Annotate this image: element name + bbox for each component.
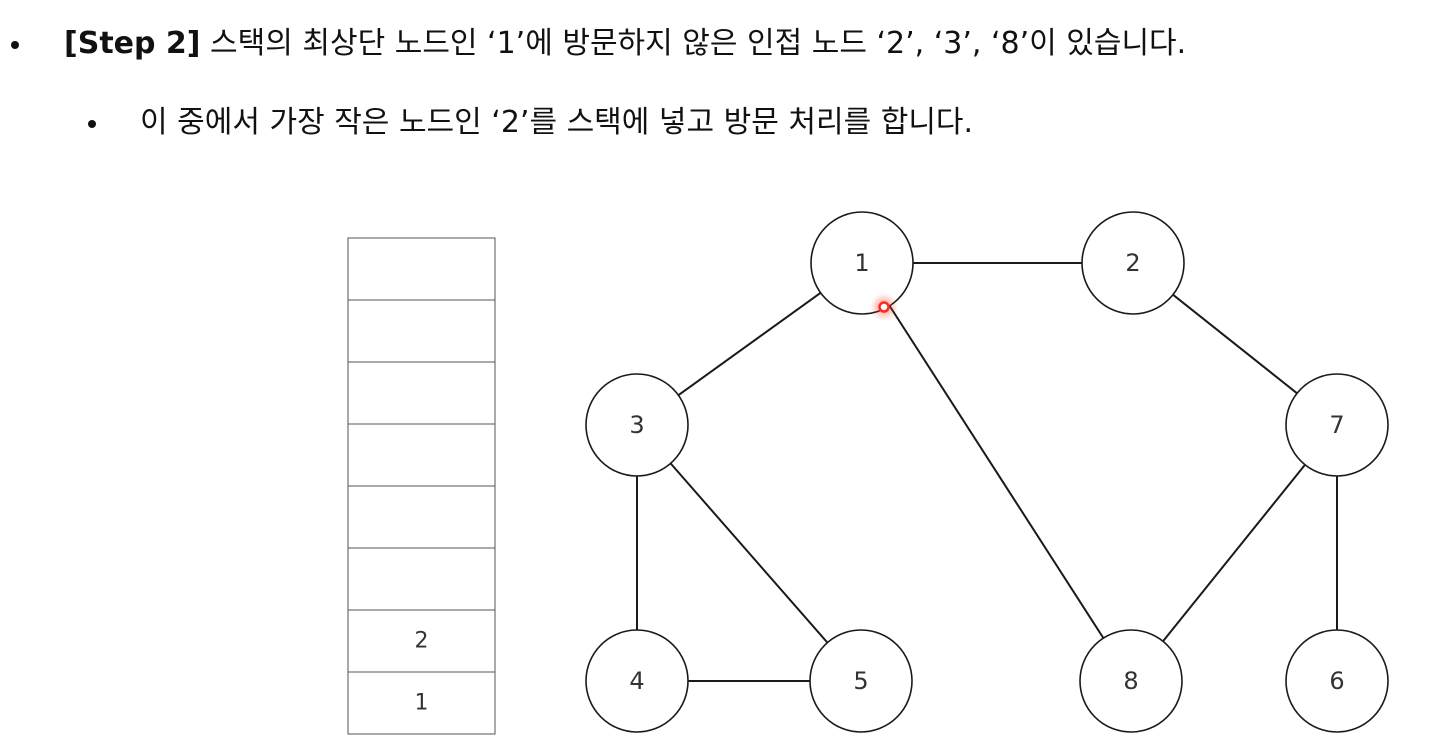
- edge-1-3: [677, 291, 822, 397]
- step-description: 스택의 최상단 노드인 ‘1’에 방문하지 않은 인접 노드 ‘2’, ‘3’,…: [200, 26, 1187, 61]
- stack-cell: [347, 237, 496, 301]
- node-2: 2: [1081, 211, 1185, 315]
- sub-bullet-text: 이 중에서 가장 작은 노드인 ‘2’를 스택에 넣고 방문 처리를 합니다.: [140, 105, 974, 140]
- node-3: 3: [585, 373, 689, 477]
- edge-7-8: [1161, 463, 1307, 643]
- node-1: 1: [810, 211, 914, 315]
- stack-cell: [347, 671, 496, 735]
- graph-nodes: 1 2 3 7 4 5 8 6: [585, 211, 1389, 733]
- node-4: 4: [585, 629, 689, 733]
- node-8: 8: [1079, 629, 1183, 733]
- node-circle: [585, 373, 689, 477]
- stack-cell: [347, 547, 496, 611]
- node-6: 6: [1285, 629, 1389, 733]
- cursor-pointer-icon: [878, 301, 890, 313]
- node-label: 6: [1329, 667, 1344, 695]
- edge-2-7: [1171, 293, 1299, 395]
- graph-edges: [636, 262, 1338, 682]
- stack-cell: [347, 299, 496, 363]
- node-label: 4: [629, 667, 644, 695]
- node-5: 5: [809, 629, 913, 733]
- edge-3-5: [669, 462, 829, 644]
- step-label: [Step 2]: [64, 26, 201, 61]
- bullet-icon: [11, 41, 19, 49]
- stack-cell-value: 1: [415, 691, 429, 716]
- node-label: 8: [1123, 667, 1138, 695]
- node-label: 5: [853, 667, 868, 695]
- node-circle: [810, 211, 914, 315]
- node-circle: [1285, 373, 1389, 477]
- stack-cell: [347, 485, 496, 549]
- edge-1-8: [888, 304, 1105, 640]
- stack-cell: [347, 361, 496, 425]
- stack-cell-value: 2: [415, 629, 429, 654]
- node-label: 2: [1125, 249, 1140, 277]
- step-heading-text: [Step 2] 스택의 최상단 노드인 ‘1’에 방문하지 않은 인접 노드 …: [64, 24, 1186, 64]
- node-circle: [1285, 629, 1389, 733]
- node-label: 1: [854, 249, 869, 277]
- stack: 21: [347, 237, 496, 735]
- node-7: 7: [1285, 373, 1389, 477]
- node-circle: [585, 629, 689, 733]
- node-label: 3: [629, 411, 644, 439]
- bullet-icon: [88, 120, 96, 128]
- node-label: 7: [1329, 411, 1344, 439]
- stack-cell: [347, 423, 496, 487]
- node-circle: [1081, 211, 1185, 315]
- node-circle: [1079, 629, 1183, 733]
- mouse-cursor: [870, 293, 898, 321]
- node-circle: [809, 629, 913, 733]
